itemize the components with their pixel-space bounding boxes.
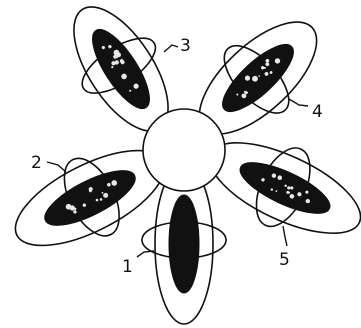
central-hub: [143, 109, 225, 191]
label-5: 5: [279, 250, 290, 270]
leader-line-1: [137, 251, 154, 257]
petal-1-dark-core: [169, 195, 199, 293]
label-3: 3: [180, 36, 191, 56]
label-1: 1: [122, 257, 133, 277]
leader-line-4: [289, 99, 308, 106]
label-2: 2: [31, 153, 42, 173]
leader-line-2: [47, 162, 66, 172]
label-4: 4: [312, 102, 323, 122]
leader-line-5: [283, 226, 287, 246]
leader-line-3: [164, 45, 178, 52]
